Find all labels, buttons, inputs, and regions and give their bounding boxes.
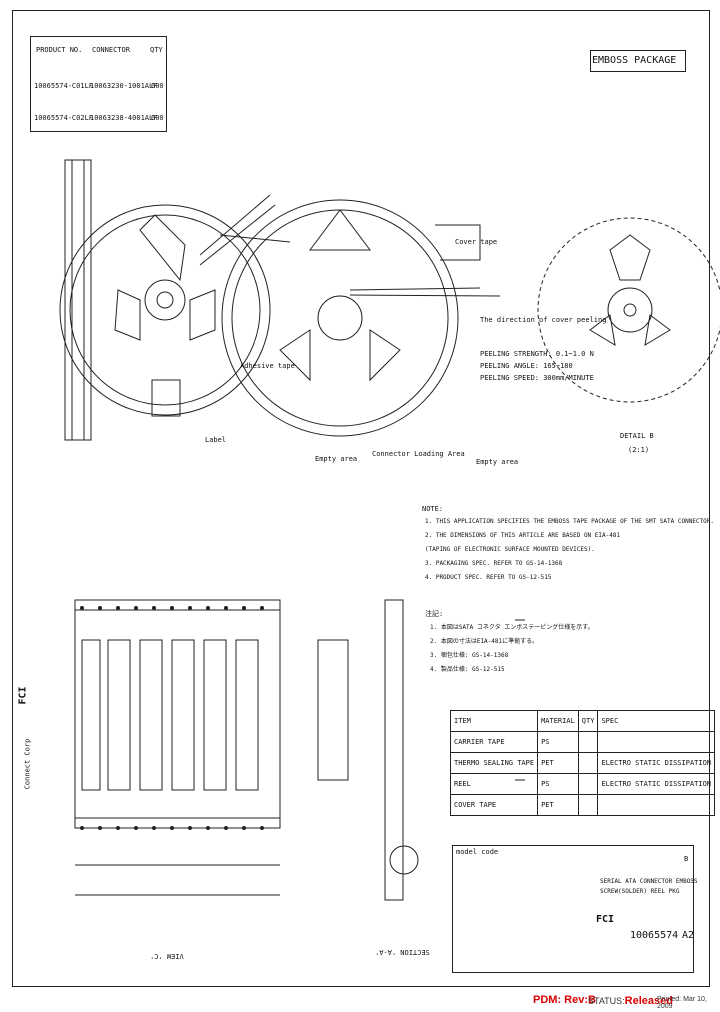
detail-b-label: DETAIL B	[620, 432, 654, 440]
adhesive-tape-label: Adhesive tape	[240, 362, 295, 370]
parts-cell: REEL	[449, 773, 539, 795]
printed-date: Printed: Mar 10, 2009	[657, 996, 707, 1010]
start-empty-label: Empty area	[476, 458, 519, 466]
row1-connector: 10063230-1001ALF	[90, 82, 158, 90]
row1-qty: 600	[151, 82, 164, 90]
note-4: 4. PRODUCT SPEC. REFER TO GS-12-515	[425, 574, 552, 581]
parts-row: REEL PS ELECTRO STATIC DISSIPATION	[449, 773, 716, 795]
notes-title: NOTE:	[422, 505, 444, 513]
note-2: 2. THE DIMENSIONS OF THIS ARTICLE ARE BA…	[425, 532, 621, 539]
parts-table: ITEM MATERIAL QTY SPEC CARRIER TAPE PS T…	[449, 710, 716, 816]
parts-header-item: ITEM	[449, 710, 539, 732]
sheet-size: A2	[682, 930, 695, 941]
product-table	[30, 36, 167, 132]
jp-note-1: 1. 本図はSATA コネクタ エンボステーピング仕様を示す。	[430, 624, 594, 631]
title-desc-2: SCREW(SOLDER) REEL PKG	[600, 888, 680, 895]
status: STATUS:Released	[588, 995, 673, 1007]
parts-cell	[577, 752, 599, 774]
note-3: 3. PACKAGING SPEC. REFER TO GS-14-1368	[425, 560, 563, 567]
row2-connector: 10063238-4001ALF	[90, 114, 158, 122]
revision: B	[684, 855, 689, 863]
parts-row: COVER TAPE PET	[449, 794, 716, 816]
parts-cell	[577, 794, 599, 816]
parts-cell	[577, 731, 599, 753]
jp-note-4: 4. 製品仕様: GS-12-515	[430, 666, 505, 673]
label-label: Label	[205, 436, 227, 444]
end-empty-label: Empty area	[315, 455, 358, 463]
jp-notes-title: 注記:	[425, 610, 444, 618]
title-banner-text: EMBOSS PACKAGE	[592, 55, 677, 66]
parts-cell: PS	[537, 773, 579, 795]
parts-cell: PET	[537, 752, 579, 774]
parts-cell: ELECTRO STATIC DISSIPATION	[597, 752, 716, 774]
parts-header-spec: SPEC	[597, 710, 716, 732]
title-desc-1: SERIAL ATA CONNECTOR EMBOSS	[600, 878, 698, 885]
detail-scale: (2:1)	[628, 446, 650, 454]
note-2b: (TAPING OF ELECTRONIC SURFACE MOUNTED DE…	[425, 546, 595, 553]
cover-tape-label: Cover tape	[455, 238, 498, 246]
row2-product: 10065574-C02LF	[34, 114, 94, 122]
fci-side-logo: FCI	[17, 686, 29, 705]
parts-cell: COVER TAPE	[449, 794, 539, 816]
parts-header-qty: QTY	[577, 710, 599, 732]
parts-cell: CARRIER TAPE	[449, 731, 539, 753]
connector-header: CONNECTOR	[92, 46, 130, 54]
section-a-label: SECTION 'A-A'	[375, 948, 430, 956]
jp-note-2: 2. 本図の寸法はEIA-481に準拠する。	[430, 638, 539, 645]
parts-cell: ELECTRO STATIC DISSIPATION	[597, 773, 716, 795]
connect-mark: Connect Corp	[23, 738, 32, 790]
row2-qty: 600	[151, 114, 164, 122]
status-value: Released	[624, 995, 673, 1007]
sheet-border	[12, 10, 710, 987]
jp-note-3: 3. 梱包仕様: GS-14-1368	[430, 652, 509, 659]
company-logo: FCI	[596, 914, 615, 925]
parts-cell	[597, 794, 716, 816]
pdm-revision: PDM: Rev:B	[533, 994, 596, 1006]
parts-cell: PET	[537, 794, 579, 816]
parts-row: CARRIER TAPE PS	[449, 731, 716, 753]
peeling-angle: PEELING ANGLE: 165~180	[480, 362, 573, 370]
status-label: STATUS:	[588, 996, 625, 1006]
parts-cell	[597, 731, 716, 753]
product-no-header: PRODUCT NO.	[36, 46, 83, 54]
parts-header-row: ITEM MATERIAL QTY SPEC	[449, 710, 716, 732]
model-code: model code	[456, 848, 499, 856]
parts-cell	[577, 773, 599, 795]
peeling-note: The direction of cover peeling	[480, 316, 607, 324]
view-c-label: VIEW 'C'	[150, 952, 184, 960]
peeling-speed: PEELING SPEED: 300mm/MINUTE	[480, 374, 594, 382]
peeling-strength: PEELING STRENGTH: 0.1~1.0 N	[480, 350, 594, 358]
title-banner	[590, 50, 686, 72]
parts-header-material: MATERIAL	[537, 710, 579, 732]
parts-cell: THERMO SEALING TAPE	[449, 752, 539, 774]
parts-row: THERMO SEALING TAPE PET ELECTRO STATIC D…	[449, 752, 716, 774]
document-number: 10065574	[630, 930, 679, 941]
row1-product: 10065574-C01LF	[34, 82, 94, 90]
qty-header: QTY	[150, 46, 163, 54]
loading-area-label: Connector Loading Area	[372, 450, 465, 458]
parts-cell: PS	[537, 731, 579, 753]
title-block	[452, 845, 694, 973]
note-1: 1. THIS APPLICATION SPECIFIES THE EMBOSS…	[425, 518, 714, 525]
